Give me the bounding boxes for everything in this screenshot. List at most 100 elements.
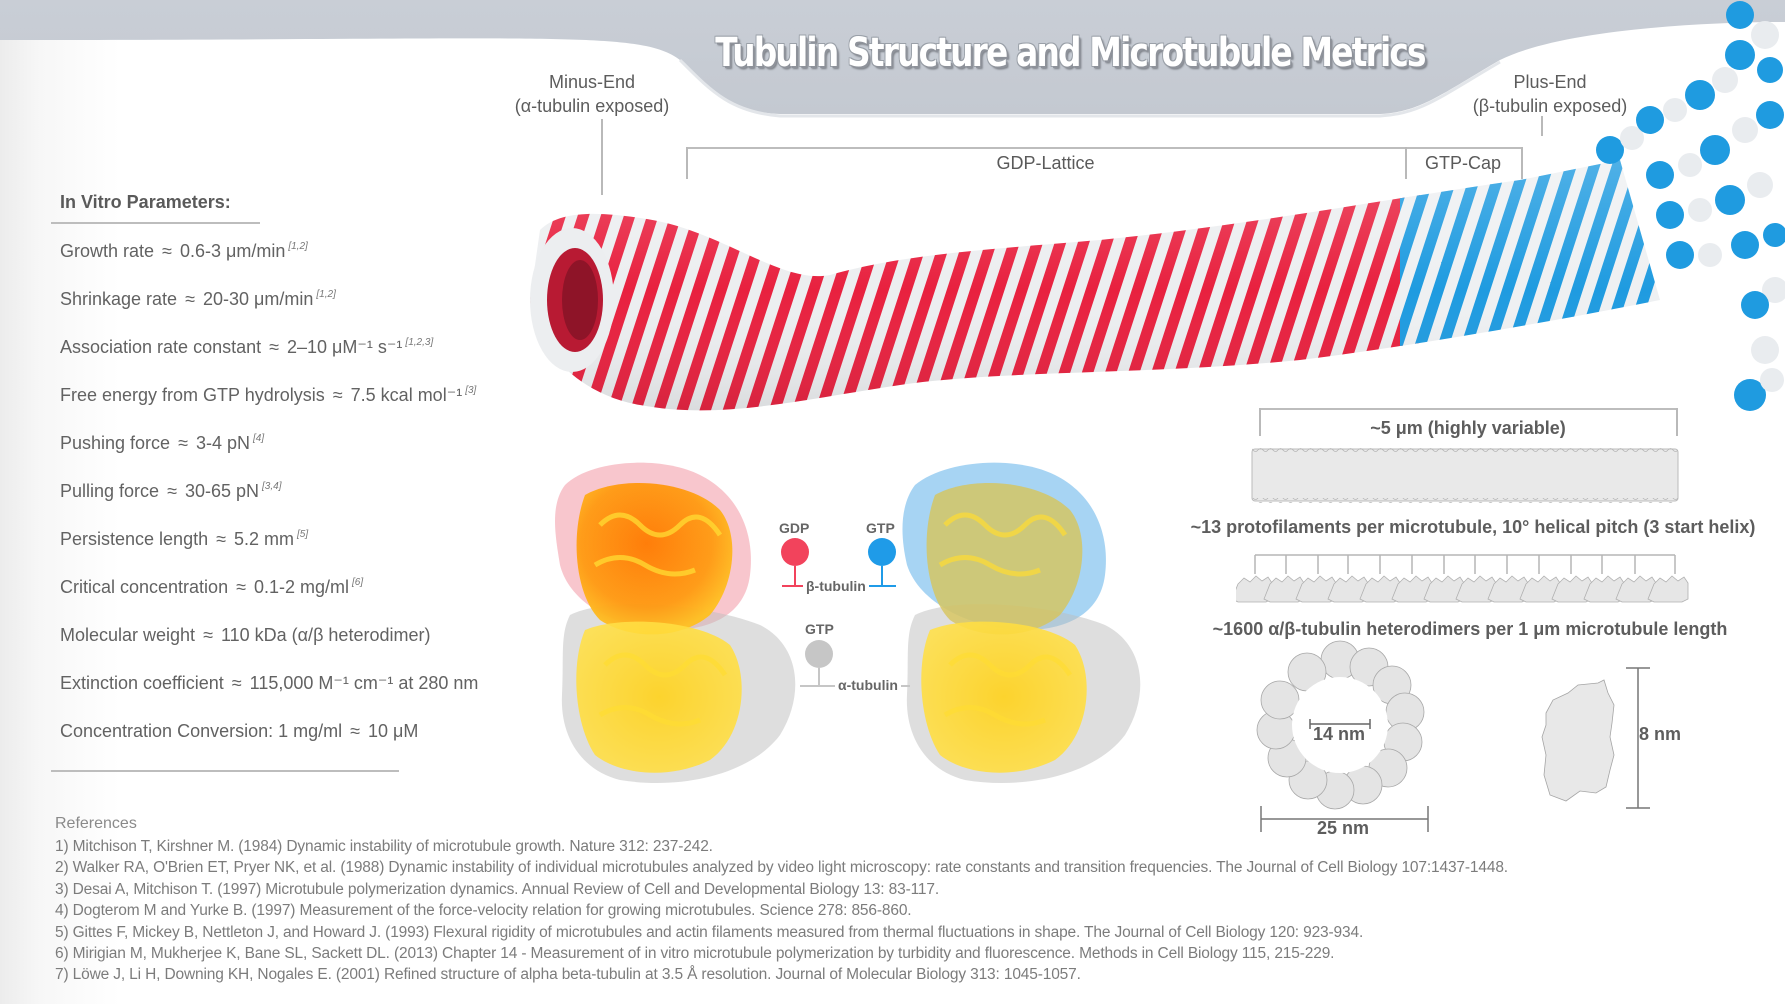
minus-end-pointer xyxy=(601,119,603,195)
gtp-cap-fraying-tubulin xyxy=(1596,1,1785,411)
param-name: Growth rate xyxy=(60,241,155,261)
param-name: Association rate constant xyxy=(60,337,262,357)
gtp-beta-pin-icon xyxy=(864,538,896,587)
reference-item: 2) Walker RA, O'Brien ET, Pryer NK, et a… xyxy=(55,859,1508,876)
parameters-heading-divider xyxy=(51,222,260,224)
param-ref: [1,2,3] xyxy=(405,337,434,348)
minus-end-title: Minus-End xyxy=(548,72,636,92)
length-label: ~5 μm (highly variable) xyxy=(1370,418,1566,438)
param-value: 2–10 μM⁻¹ s⁻¹ xyxy=(287,337,403,357)
alpha-tubulin-label: α-tubulin xyxy=(835,677,901,693)
reference-item: 4) Dogterom M and Yurke B. (1997) Measur… xyxy=(55,902,912,919)
param-pulling-force: Pulling force≈30-65 pN[3,4] xyxy=(60,481,281,502)
approx-symbol: ≈ xyxy=(178,433,188,453)
protofilaments-label: ~13 protofilaments per microtubule, 10° … xyxy=(1190,517,1756,537)
tubulin-dimer-silhouette xyxy=(1541,679,1615,802)
microtubule-cross-section xyxy=(1256,640,1425,810)
heterodimers-label: ~1600 α/β-tubulin heterodimers per 1 μm … xyxy=(1212,619,1728,639)
param-value: 20-30 μm/min xyxy=(202,289,314,309)
plus-end-label: Plus-End (β-tubulin exposed) xyxy=(1450,70,1650,118)
inner-diameter-label: 14 nm xyxy=(1313,724,1366,744)
param-critical-concentration: Critical concentration≈0.1-2 mg/ml[6] xyxy=(60,577,363,598)
parameters-heading: In Vitro Parameters: xyxy=(60,192,231,212)
param-association-rate-constant: Association rate constant ≈2–10 μM⁻¹ s⁻¹[… xyxy=(60,337,433,358)
plus-end-title: Plus-End xyxy=(1513,72,1587,92)
param-value: 30-65 pN xyxy=(184,481,260,501)
param-concentration-conversion: Concentration Conversion: 1 mg/ml ≈10 μM xyxy=(60,721,418,742)
gdp-label: GDP xyxy=(779,520,810,536)
minus-end-subtitle: (α-tubulin exposed) xyxy=(514,96,670,116)
length-bracket-right xyxy=(1676,408,1678,436)
reference-item: 7) Löwe J, Li H, Downing KH, Nogales E. … xyxy=(55,966,1081,983)
param-ref: [6] xyxy=(352,577,364,588)
param-name: Molecular weight xyxy=(60,625,196,645)
param-name: Shrinkage rate xyxy=(60,289,178,309)
reference-item: 3) Desai A, Mitchison T. (1997) Microtub… xyxy=(55,881,939,898)
parameters-bottom-divider xyxy=(51,770,399,772)
microtubule-illustration xyxy=(530,1,1785,411)
param-molecular-weight: Molecular weight ≈110 kDa (α/β heterodime… xyxy=(60,625,430,646)
gdp-lattice-label: GDP-Lattice xyxy=(996,153,1095,173)
param-ref: [1,2] xyxy=(288,241,308,252)
beta-tubulin-label: β-tubulin xyxy=(803,578,869,594)
param-ref: [3,4] xyxy=(262,481,282,492)
param-growth-rate: Growth rate ≈0.6-3 μm/min[1,2] xyxy=(60,241,308,262)
param-value: 0.6-3 μm/min xyxy=(179,241,286,261)
param-shrinkage-rate: Shrinkage rate ≈20-30 μm/min[1,2] xyxy=(60,289,336,310)
param-persistence-length: Persistence length ≈5.2 mm[5] xyxy=(60,529,308,550)
approx-symbol: ≈ xyxy=(185,289,195,309)
page-title: Tubulin Structure and Microtubule Metric… xyxy=(715,30,1426,76)
param-name: Critical concentration xyxy=(60,577,229,597)
reference-item: 6) Mirigian M, Mukherjee K, Bane SL, Sac… xyxy=(55,945,1335,962)
tubulin-gtp-structure xyxy=(902,462,1141,783)
param-ref: [1,2] xyxy=(316,289,336,300)
protofilament-row xyxy=(1236,575,1689,603)
dimer-height-bar xyxy=(1626,667,1650,809)
plus-end-subtitle: (β-tubulin exposed) xyxy=(1472,96,1628,116)
param-value: 10 μM xyxy=(368,721,419,741)
minus-end-label: Minus-End (α-tubulin exposed) xyxy=(492,70,692,118)
plus-end-pointer xyxy=(1541,116,1543,136)
param-value: 7.5 kcal mol⁻¹ xyxy=(350,385,463,405)
param-name: Pulling force xyxy=(60,481,160,501)
microtubule-side-view xyxy=(1251,447,1679,503)
segment-bracket-top xyxy=(686,147,1522,149)
param-name: Concentration Conversion: 1 mg/ml xyxy=(60,721,343,741)
gtp-alpha-pin-icon xyxy=(800,640,910,687)
bracket-divider-tick xyxy=(1405,147,1407,179)
approx-symbol: ≈ xyxy=(216,529,226,549)
approx-symbol: ≈ xyxy=(162,241,172,261)
param-name: Pushing force xyxy=(60,433,171,453)
approx-symbol: ≈ xyxy=(203,625,213,645)
bracket-left-tick xyxy=(686,147,688,179)
tubulin-gdp-structure xyxy=(555,462,796,783)
outer-diameter-label: 25 nm xyxy=(1317,818,1370,838)
param-name: Free energy from GTP hydrolysis xyxy=(60,385,325,405)
param-name: Persistence length xyxy=(60,529,209,549)
reference-item: 1) Mitchison T, Kirshner M. (1984) Dynam… xyxy=(55,838,713,855)
param-value: 110 kDa (α/β heterodimer) xyxy=(220,625,431,645)
bracket-right-tick xyxy=(1521,147,1523,179)
length-bracket xyxy=(1259,408,1677,410)
param-value: 3-4 pN xyxy=(195,433,250,453)
param-ref: [3] xyxy=(465,385,477,396)
gtp-alpha-label: GTP xyxy=(805,621,834,637)
header-banner xyxy=(0,0,1785,118)
param-value: 115,000 M⁻¹ cm⁻¹ at 280 nm xyxy=(249,673,479,693)
param-ref: [4] xyxy=(253,433,265,444)
approx-symbol: ≈ xyxy=(231,673,242,693)
param-free-energy-gtp-hydrolysis: Free energy from GTP hydrolysis ≈7.5 kcal… xyxy=(60,385,476,406)
param-name: Extinction coefficient xyxy=(60,673,224,693)
param-extinction-coefficient: Extinction coefficient ≈115,000 M⁻¹ cm⁻¹ … xyxy=(60,673,478,694)
param-pushing-force: Pushing force ≈3-4 pN[4] xyxy=(60,433,264,454)
approx-symbol: ≈ xyxy=(350,721,361,741)
dimer-height-label: 8 nm xyxy=(1639,724,1682,744)
reference-item: 5) Gittes F, Mickey B, Nettleton J, and … xyxy=(55,924,1364,941)
param-value: 5.2 mm xyxy=(233,529,294,549)
protofilament-ticks xyxy=(1254,554,1676,574)
param-ref: [5] xyxy=(297,529,309,540)
gtp-beta-label: GTP xyxy=(866,520,895,536)
outer-diameter-bar xyxy=(1260,806,1429,832)
approx-symbol: ≈ xyxy=(332,385,343,405)
approx-symbol: ≈ xyxy=(269,337,280,357)
